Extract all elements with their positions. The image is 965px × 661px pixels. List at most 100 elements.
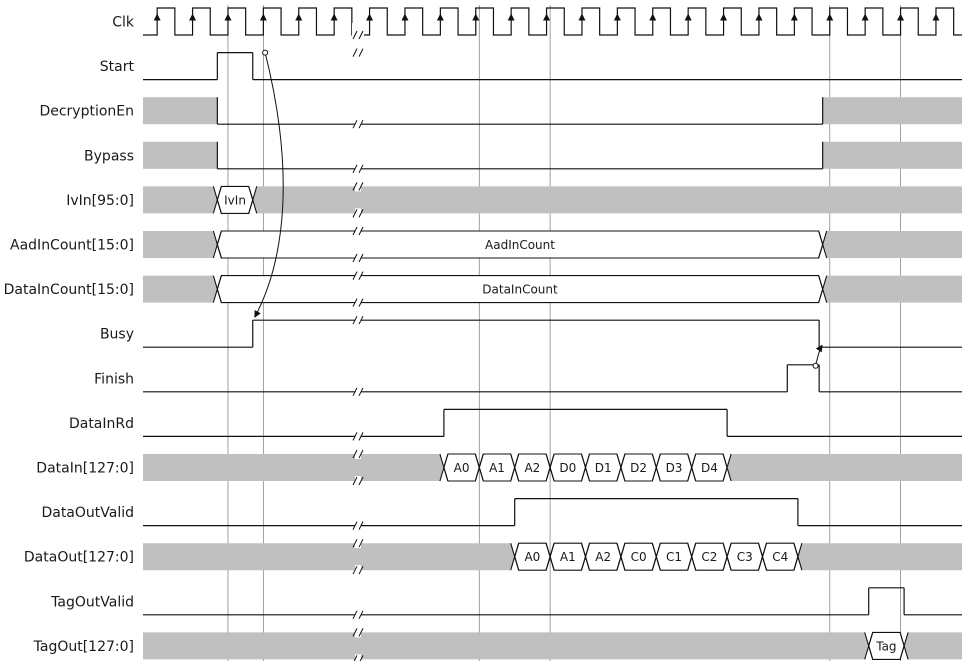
signal-tagoutvalid: TagOutValid: [50, 587, 962, 616]
bus-transition: [899, 632, 909, 660]
bus-value-label: A2: [524, 461, 540, 475]
signal-label: TagOut[127:0]: [33, 639, 134, 655]
bus-value-label: C3: [737, 550, 753, 564]
signal-label: Clk: [112, 15, 135, 31]
break-gap: [355, 47, 361, 58]
break-mark: [352, 565, 364, 575]
signal-clk: Clk: [112, 7, 962, 36]
break-mark: [352, 298, 364, 307]
arrow-origin-dot: [262, 49, 269, 56]
bus-transition: [212, 186, 222, 214]
bus-value-label: C1: [666, 550, 682, 564]
signal-label: Start: [100, 59, 135, 75]
clock-edge-arrow: [932, 13, 940, 21]
bus-transition: [616, 453, 626, 482]
break-gap: [355, 538, 361, 549]
break-gap: [355, 609, 361, 620]
break-gap: [355, 163, 361, 174]
clock-edge-arrow: [861, 13, 869, 21]
bus-transition: [793, 543, 803, 571]
bus-value-label: A1: [560, 550, 576, 564]
clock-edge-arrow: [330, 13, 338, 21]
break-gap: [355, 297, 361, 308]
clock-edge-arrow: [224, 13, 232, 21]
bus-value-label: A0: [454, 461, 470, 475]
signal-label: Busy: [100, 327, 134, 343]
clock-edge-arrow: [826, 13, 834, 21]
bus-transition: [722, 543, 732, 571]
signal-datainrd: DataInRd: [69, 408, 962, 437]
bus-transition: [651, 543, 661, 571]
bus-value-label: DataInCount: [482, 283, 558, 297]
clock-edge-arrow: [259, 13, 267, 21]
signal-label: TagOutValid: [50, 594, 134, 610]
signal-label: Bypass: [84, 148, 134, 164]
signal-label: AadInCount[15:0]: [10, 238, 134, 254]
signal-label: Finish: [94, 371, 134, 387]
bus-transition: [545, 453, 555, 482]
clock-edge-arrow: [543, 13, 551, 21]
break-mark: [352, 521, 364, 530]
signal-ivin-95-0: IvIn[95:0] IvIn: [66, 185, 963, 214]
bus-value-label: D4: [701, 461, 718, 475]
bus-transition: [474, 453, 484, 482]
signal-label: IvIn[95:0]: [66, 193, 134, 209]
break-mark: [352, 119, 364, 129]
break-mark: [352, 226, 364, 236]
break-mark: [352, 253, 364, 263]
undefined-region: [143, 454, 444, 481]
clock-edge-arrow: [613, 13, 621, 21]
undefined-region: [904, 632, 962, 660]
bus-transition: [687, 453, 697, 482]
break-gap: [355, 431, 361, 442]
clock-edge-arrow: [897, 13, 905, 21]
signal-start: Start: [100, 51, 962, 81]
signal-label: DataOutValid: [41, 505, 134, 521]
bus-transition: [510, 453, 520, 482]
bus-transition: [616, 543, 626, 571]
signal-dataincount-15-0: DataInCount[15:0] DataInCount: [4, 275, 962, 304]
bus-transition: [757, 543, 768, 571]
clock-edge-arrow: [295, 13, 303, 21]
break-gap: [355, 253, 361, 263]
bus-value-label: D1: [595, 461, 612, 475]
clock-edge-arrow: [189, 13, 197, 21]
break-mark: [352, 30, 364, 40]
break-mark: [352, 610, 364, 620]
break-mark: [352, 164, 364, 174]
bus-value-label: A2: [595, 550, 611, 564]
break-mark: [352, 48, 364, 57]
time-break-marks: [352, 23, 364, 661]
undefined-region: [797, 543, 962, 571]
break-mark: [352, 449, 364, 459]
signal-label: DataInCount[15:0]: [4, 282, 134, 298]
clock-edge-arrow: [507, 13, 515, 21]
break-gap: [355, 181, 361, 192]
undefined-region: [822, 231, 962, 258]
break-mark: [352, 476, 364, 486]
signal-dataoutvalid: DataOutValid: [41, 498, 962, 527]
break-gap: [355, 627, 361, 638]
arrow-origin-dot: [812, 362, 819, 369]
signal-label: DecryptionEn: [39, 104, 134, 120]
signal-busy: Busy: [100, 319, 962, 348]
break-gap: [355, 315, 361, 326]
undefined-region: [822, 97, 962, 125]
undefined-region: [143, 543, 515, 571]
bus-transition: [212, 230, 222, 259]
bus-value-label: IvIn: [224, 193, 246, 207]
break-gap: [355, 565, 361, 576]
signal-label: DataIn[127:0]: [36, 461, 134, 477]
clock-edge-arrow: [401, 13, 409, 21]
undefined-region: [143, 141, 218, 169]
break-gap: [355, 520, 361, 531]
clock-edge-arrow: [578, 13, 586, 21]
signal-finish: Finish: [94, 364, 962, 393]
clock-edge-arrow: [684, 13, 692, 21]
bus-transition: [687, 543, 697, 571]
break-mark: [352, 271, 364, 280]
